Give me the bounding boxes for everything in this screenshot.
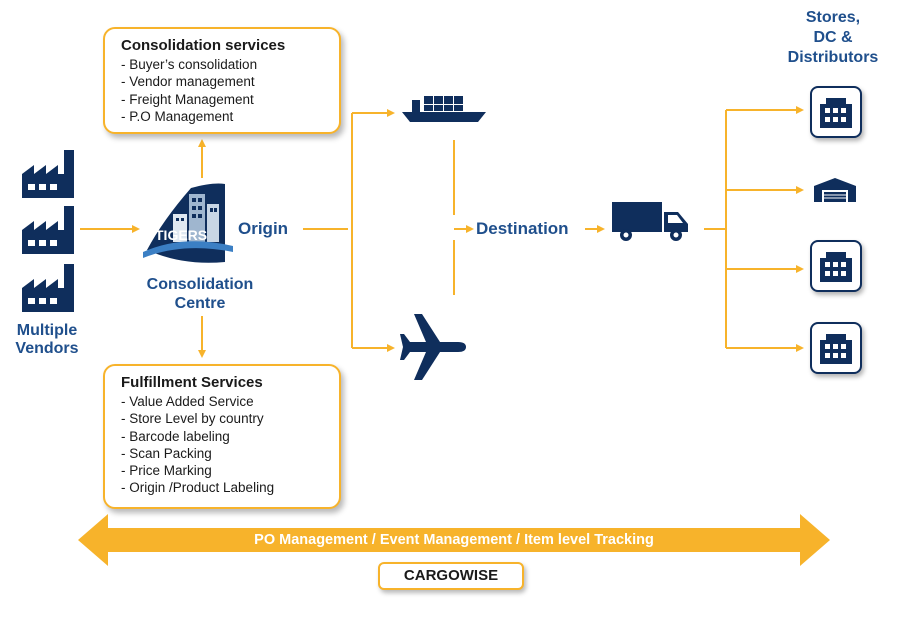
fulfillment-item: - Scan Packing [121,445,212,461]
multiple-vendors-label: Multiple Vendors [3,322,91,358]
fulfillment-item: - Origin /Product Labeling [121,480,275,496]
store-building-icon [820,334,852,364]
consolidation-services-title: Consolidation services [121,37,286,54]
centre-label-line2: Centre [174,295,226,312]
vendors-label-line1: Multiple [16,322,78,339]
consolidation-item: - Vendor management [121,74,255,90]
stores-label-line1: Stores, [805,9,861,26]
origin-label: Origin [238,219,289,238]
destination-label: Destination [476,219,569,238]
stores-dc-distributors-label: Stores, DC & Distributors [770,8,896,68]
fulfillment-services-box: Fulfillment Services - Value Added Servi… [103,364,341,509]
centre-label-line1: Consolidation [146,276,254,293]
store-building-icon [820,252,852,282]
factory-icon [22,264,74,312]
consolidation-centre-label: Consolidation Centre [130,275,270,313]
tracking-banner-arrow [78,514,830,566]
fulfillment-item: - Value Added Service [121,394,254,409]
consolidation-item: - Buyer’s consolidation [121,57,258,72]
centre-logo-text: TIGERS [155,227,207,243]
consolidation-centre-logo-icon: TIGERS [143,183,233,263]
tracking-banner-label: PO Management / Event Management / Item … [254,532,654,548]
factory-icon [22,150,74,198]
store-icon-frame [810,240,862,292]
fulfillment-services-title: Fulfillment Services [121,374,263,391]
stores-label-line3: Distributors [787,49,879,66]
ship-icon [402,96,486,122]
stores-label-line2: DC & [813,29,853,46]
truck-icon [612,202,688,241]
consolidation-item: - P.O Management [121,108,234,124]
store-icon-frame [810,322,862,374]
warehouse-icon [814,178,856,202]
fulfillment-item: - Barcode labeling [121,428,230,444]
factory-icon [22,206,74,254]
consolidation-services-box: Consolidation services - Buyer’s consoli… [103,27,341,134]
store-icon-frame [810,86,862,138]
store-building-icon [820,98,852,128]
cargowise-label: CARGOWISE [378,562,524,590]
consolidation-item: - Freight Management [121,91,254,107]
fulfillment-item: - Store Level by country [121,411,264,427]
vendors-label-line2: Vendors [15,340,79,357]
fulfillment-item: - Price Marking [121,463,212,479]
plane-icon [400,314,466,380]
